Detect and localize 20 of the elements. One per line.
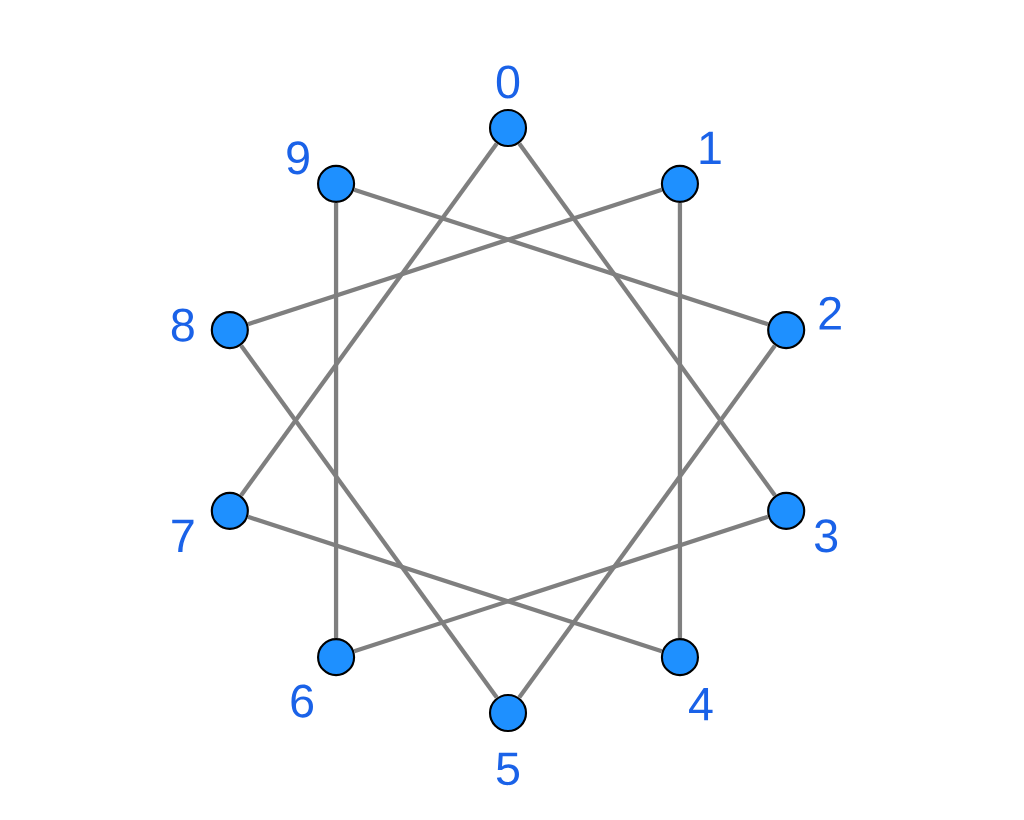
line	[247, 514, 663, 654]
node-label: 6	[291, 684, 313, 718]
line	[239, 344, 499, 699]
line	[517, 344, 777, 699]
node-label: 4	[689, 688, 713, 721]
line	[333, 202, 339, 639]
node-label: 9	[287, 141, 309, 175]
node-label: 7	[172, 519, 194, 552]
line	[239, 142, 499, 497]
node-label: 2	[819, 296, 841, 330]
line	[353, 187, 769, 327]
line	[247, 187, 663, 327]
node-label: 0	[496, 65, 520, 99]
node-label: 5	[496, 752, 520, 786]
node-label: 3	[815, 519, 838, 553]
node-label: 8	[171, 308, 194, 342]
node-label: 1	[700, 131, 721, 164]
line	[517, 142, 777, 497]
line	[677, 202, 683, 639]
line	[353, 514, 769, 654]
